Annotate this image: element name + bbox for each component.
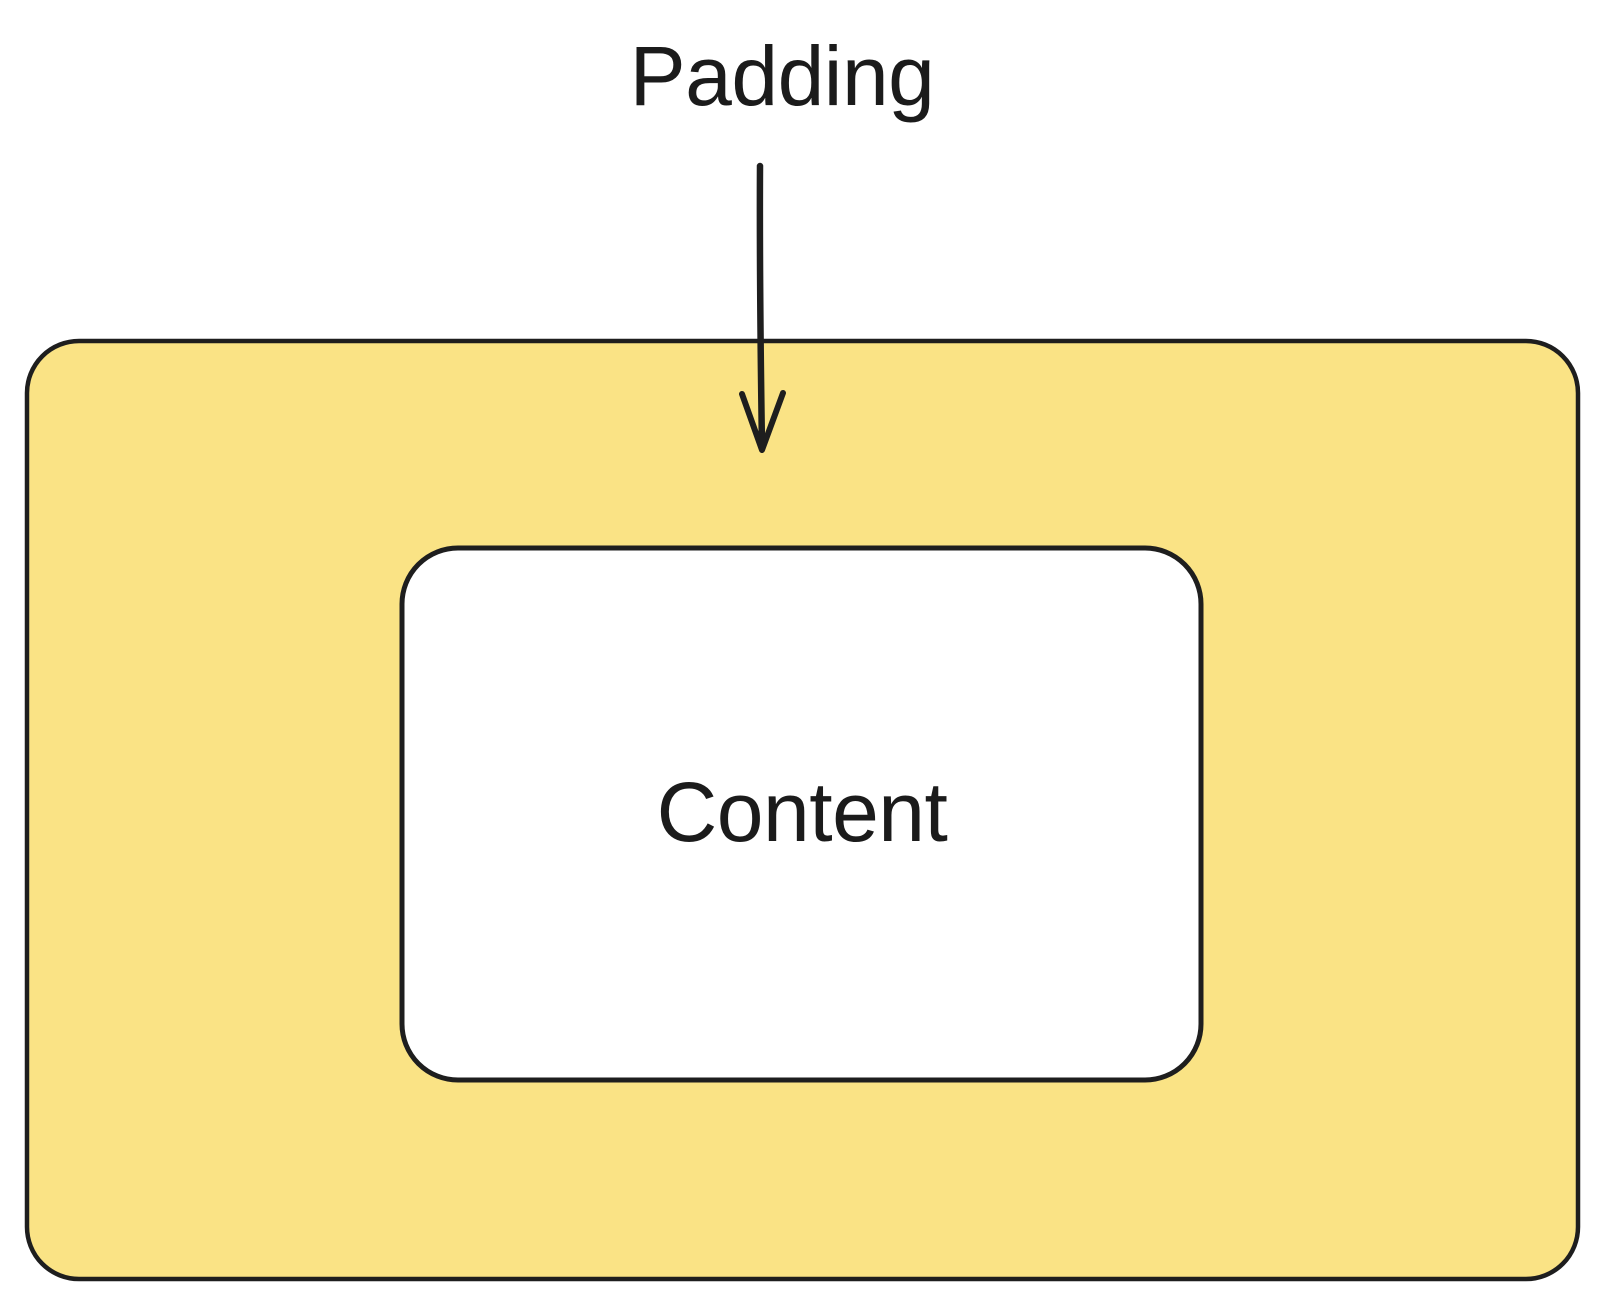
down-arrow-icon (739, 162, 786, 453)
content-box (399, 545, 1204, 1083)
padding-label: Padding (629, 29, 935, 123)
content-label: Content (656, 765, 948, 859)
